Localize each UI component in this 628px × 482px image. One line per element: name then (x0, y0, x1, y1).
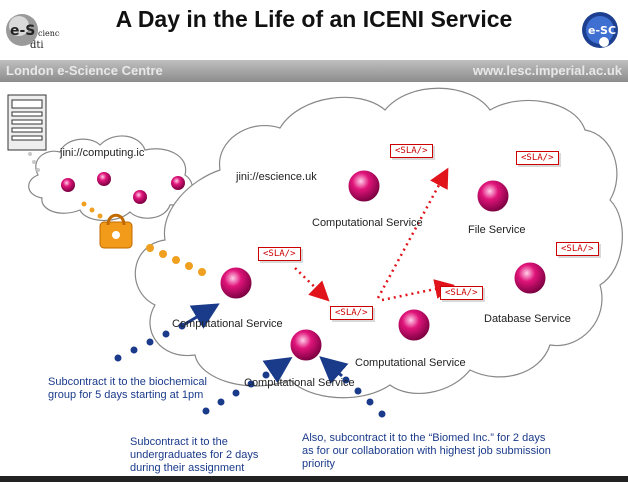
orange-path (81, 201, 206, 276)
node-small-3 (133, 190, 147, 204)
svg-text:dti: dti (30, 40, 44, 51)
bottom-bar (0, 476, 628, 482)
node-comp3 (397, 308, 431, 342)
lesc-name: London e-Science Centre (6, 63, 163, 78)
node-file (476, 179, 510, 213)
sla-tag: <SLA/> (516, 151, 559, 165)
sla-tag: <SLA/> (330, 306, 373, 320)
red-arrows (294, 167, 455, 302)
lock-icon (99, 213, 133, 249)
svg-text:e-S: e-S (10, 23, 35, 39)
node-small-2 (97, 172, 111, 186)
service-label-comp3: Computational Service (355, 357, 466, 369)
note-undergraduates: Subcontract it to the undergraduates for… (130, 436, 259, 474)
blue-arrows (114, 303, 386, 418)
lesc-logo-icon: e-SC (582, 12, 618, 48)
note-biochemical: Subcontract it to the biochemical group … (48, 376, 207, 401)
service-label-comp4: Computational Service (244, 377, 355, 389)
node-comp2 (347, 169, 381, 203)
node-comp4 (289, 328, 323, 362)
node-small-4 (171, 176, 185, 190)
sla-tag: <SLA/> (390, 144, 433, 158)
page-title: A Day in the Life of an ICENI Service (115, 6, 513, 32)
svg-text:cience: cience (38, 29, 60, 38)
sla-tag: <SLA/> (556, 242, 599, 256)
sla-tag: <SLA/> (258, 247, 301, 261)
node-comp1 (219, 266, 253, 300)
sla-tag: <SLA/> (440, 286, 483, 300)
lesc-url: www.lesc.imperial.ac.uk (472, 63, 622, 78)
service-label-comp1: Computational Service (172, 318, 283, 330)
small-cloud-label: jini://computing.ic (60, 147, 145, 159)
service-label-db: Database Service (484, 313, 571, 325)
large-cloud (134, 87, 623, 399)
server-icon (7, 94, 47, 151)
subtitle-bar: London e-Science Centre www.lesc.imperia… (0, 60, 628, 82)
service-label-comp2: Computational Service (312, 217, 423, 229)
large-cloud-label: jini://escience.uk (236, 171, 317, 183)
svg-text:e-SC: e-SC (588, 24, 616, 37)
slide-header: e-S cience dti A Day in the Life of an I… (0, 0, 628, 60)
escience-logo-icon: e-S cience dti (6, 14, 60, 51)
service-label-file: File Service (468, 224, 526, 236)
node-small-1 (61, 178, 75, 192)
note-biomed: Also, subcontract it to the “Biomed Inc.… (302, 432, 551, 470)
node-db (513, 261, 547, 295)
